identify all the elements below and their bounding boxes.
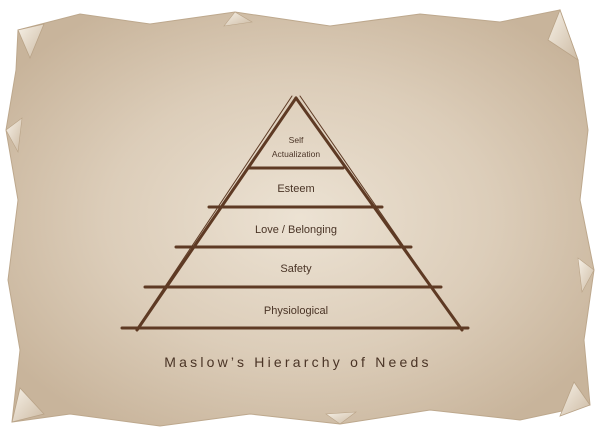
tier-label-actualization: Actualization: [272, 149, 320, 159]
curl-bottom-left: [11, 387, 45, 423]
curl-top-right: [547, 8, 579, 62]
curl-top: [223, 11, 253, 27]
diagram-title: Maslow’s Hierarchy of Needs: [164, 354, 431, 370]
pyramid-left-edge: [135, 96, 298, 332]
curl-bottom-right: [559, 381, 591, 417]
curl-right: [577, 257, 595, 293]
tier-label-esteem: Esteem: [277, 183, 314, 195]
curl-left: [5, 117, 23, 153]
tier-label-safety: Safety: [280, 263, 312, 275]
tier-label-love-belonging: Love / Belonging: [255, 224, 337, 236]
pyramid: [120, 95, 470, 332]
tier-label-self: Self: [289, 135, 304, 145]
curl-bottom: [325, 411, 357, 425]
tier-label-physiological: Physiological: [264, 305, 328, 317]
curl-top-left: [17, 23, 45, 60]
